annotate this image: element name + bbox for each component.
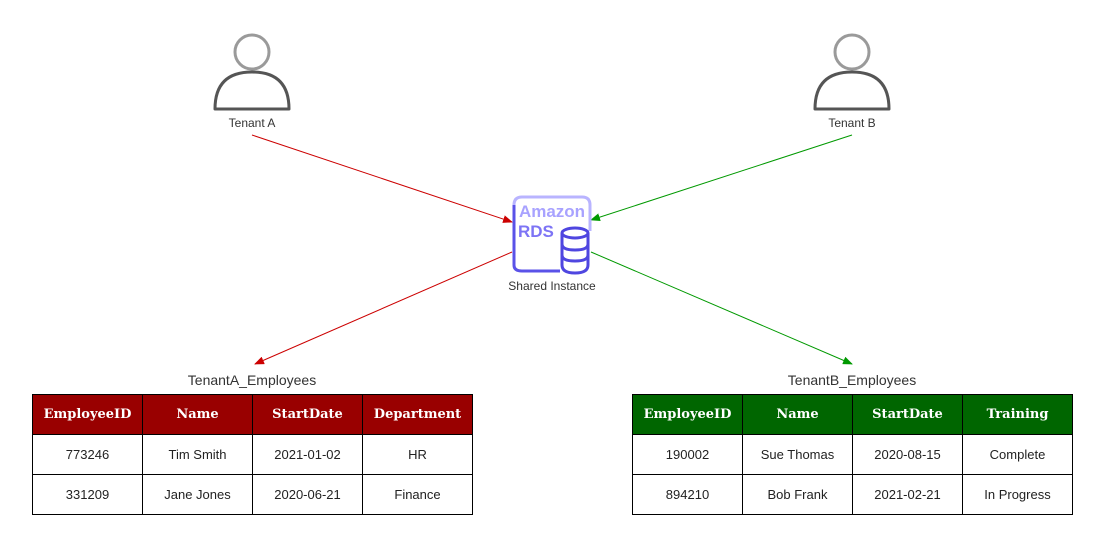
column-header: Name xyxy=(742,394,853,435)
table-row: 773246 Tim Smith 2021-01-02 HR xyxy=(32,434,473,475)
tenant-b-user-icon xyxy=(813,33,891,111)
table-cell: 190002 xyxy=(632,434,743,475)
table-cell: 894210 xyxy=(632,474,743,515)
arrow-tenant-b-to-rds xyxy=(590,134,853,222)
table-cell: HR xyxy=(362,434,473,475)
column-header: StartDate xyxy=(252,394,363,435)
table-cell: 2021-01-02 xyxy=(252,434,363,475)
table-cell: 2020-08-15 xyxy=(852,434,963,475)
database-cylinder-icon xyxy=(560,226,590,275)
table-cell: Complete xyxy=(962,434,1073,475)
column-header: EmployeeID xyxy=(32,394,143,435)
table-cell: Jane Jones xyxy=(142,474,253,515)
amazon-rds-icon: Amazon RDS xyxy=(512,195,592,275)
arrow-rds-to-table-b xyxy=(590,251,853,365)
tenant-a-label: Tenant A xyxy=(228,116,276,130)
table-cell: 2021-02-21 xyxy=(852,474,963,515)
tenant-b-label: Tenant B xyxy=(828,116,876,130)
table-cell: 2020-06-21 xyxy=(252,474,363,515)
table-header-row: EmployeeID Name StartDate Department xyxy=(32,394,473,435)
rds-logo-text-rds: RDS xyxy=(518,222,554,241)
table-row: 894210 Bob Frank 2021-02-21 In Progress xyxy=(632,474,1073,515)
rds-logo-text-amazon: Amazon xyxy=(519,202,585,221)
table-b-title: TenantB_Employees xyxy=(787,372,917,388)
table-cell: In Progress xyxy=(962,474,1073,515)
column-header: EmployeeID xyxy=(632,394,743,435)
table-cell: Sue Thomas xyxy=(742,434,853,475)
shared-instance-label: Shared Instance xyxy=(508,279,596,293)
tenant-a-employees-table: EmployeeID Name StartDate Department 773… xyxy=(32,394,473,515)
column-header: Name xyxy=(142,394,253,435)
table-row: 331209 Jane Jones 2020-06-21 Finance xyxy=(32,474,473,515)
table-cell: 331209 xyxy=(32,474,143,515)
tenant-a-user-icon xyxy=(213,33,291,111)
table-header-row: EmployeeID Name StartDate Training xyxy=(632,394,1073,435)
arrow-tenant-a-to-rds xyxy=(251,134,513,223)
table-cell: Tim Smith xyxy=(142,434,253,475)
column-header: StartDate xyxy=(852,394,963,435)
table-cell: Finance xyxy=(362,474,473,515)
table-cell: 773246 xyxy=(32,434,143,475)
arrow-rds-to-table-a xyxy=(254,251,513,365)
table-cell: Bob Frank xyxy=(742,474,853,515)
table-row: 190002 Sue Thomas 2020-08-15 Complete xyxy=(632,434,1073,475)
tenant-b-employees-table: EmployeeID Name StartDate Training 19000… xyxy=(632,394,1073,515)
table-a-title: TenantA_Employees xyxy=(187,372,317,388)
column-header: Training xyxy=(962,394,1073,435)
column-header: Department xyxy=(362,394,473,435)
